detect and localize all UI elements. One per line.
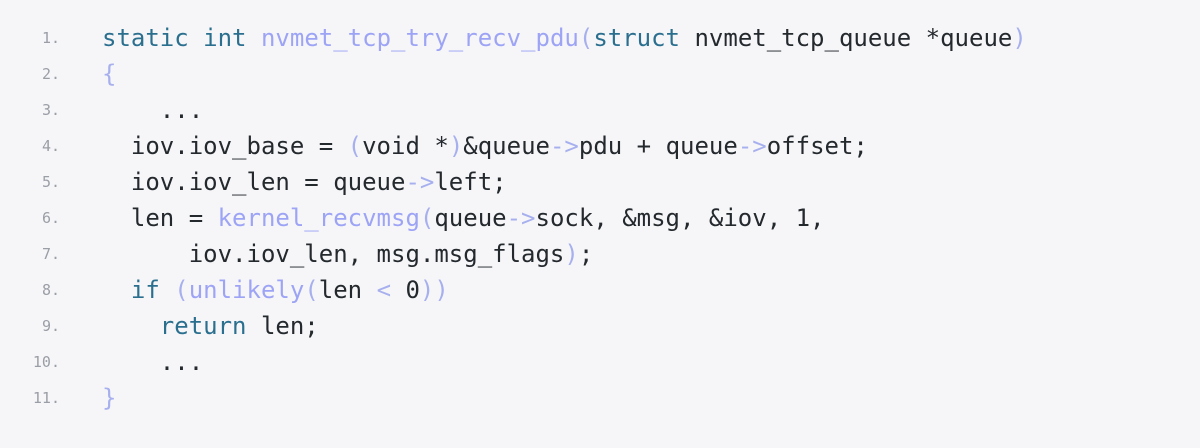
code-token-punct: -> <box>737 132 767 160</box>
line-code: len = kernel_recvmsg(queue->sock, &msg, … <box>102 200 825 236</box>
line-code: iov.iov_len, msg.msg_flags); <box>102 236 594 272</box>
code-line: 11.} <box>0 380 1200 416</box>
line-code: iov.iov_base = (void *)&queue->pdu + que… <box>102 128 868 164</box>
code-token-plain: queue <box>434 204 507 232</box>
code-indent <box>102 204 131 232</box>
code-token-keyword: static <box>102 24 189 52</box>
code-token-plain: ; <box>578 240 594 268</box>
line-code: if (unlikely(len < 0)) <box>102 272 449 308</box>
code-line: 1. static int nvmet_tcp_try_recv_pdu(stru… <box>0 20 1200 56</box>
line-code: iov.iov_len = queue->left; <box>102 164 507 200</box>
line-code: } <box>102 380 116 416</box>
code-token-punct: ) <box>564 240 579 268</box>
code-token-punct: -> <box>506 204 536 232</box>
code-indent <box>102 276 131 304</box>
code-line: 7. iov.iov_len, msg.msg_flags); <box>0 236 1200 272</box>
code-indent <box>102 96 160 124</box>
code-line: 9. return len; <box>0 308 1200 344</box>
code-token-plain: nvmet_tcp_queue *queue <box>680 24 1013 52</box>
code-indent <box>102 240 189 268</box>
line-number: 9. <box>41 317 60 335</box>
line-code: static int nvmet_tcp_try_recv_pdu(struct… <box>102 20 1027 56</box>
line-code: ... <box>102 344 203 380</box>
line-code: { <box>102 56 116 92</box>
code-token-function: unlikely <box>188 276 305 304</box>
line-number: 10. <box>32 353 60 371</box>
code-line: 10. ... <box>0 344 1200 380</box>
code-token-keyword: return <box>159 312 247 340</box>
code-token-plain: ... <box>159 96 204 124</box>
line-number: 8. <box>41 281 60 299</box>
code-token-punct: ( <box>347 132 363 160</box>
code-line: 3. ... <box>0 92 1200 128</box>
code-token-function: kernel_recvmsg <box>217 204 420 232</box>
code-line: 8. if (unlikely(len < 0)) <box>0 272 1200 308</box>
code-token-plain: len <box>318 276 377 304</box>
code-token-plain <box>189 24 203 52</box>
code-line: 6. len = kernel_recvmsg(queue->sock, &ms… <box>0 200 1200 236</box>
code-token-punct: < <box>376 276 392 304</box>
code-token-plain: iov.iov_len = queue <box>130 168 406 196</box>
code-token-punct: ) <box>448 132 464 160</box>
line-number: 11. <box>32 389 60 407</box>
code-token-plain: pdu + queue <box>578 132 738 160</box>
code-token-punct: { <box>102 60 117 88</box>
line-number: 1. <box>41 29 60 47</box>
code-token-punct: } <box>102 384 117 412</box>
code-token-plain <box>160 276 174 304</box>
code-token-punct: ( <box>578 24 594 52</box>
code-token-plain: 0 <box>391 276 420 304</box>
code-indent <box>102 312 160 340</box>
line-code: ... <box>102 92 203 128</box>
code-token-plain: iov.iov_base = <box>130 132 348 160</box>
code-token-keyword: int <box>203 24 247 52</box>
code-line: 2. { <box>0 56 1200 92</box>
code-token-plain: len = <box>130 204 218 232</box>
code-token-punct: -> <box>405 168 435 196</box>
code-token-plain: sock, &msg, &iov, 1, <box>535 204 825 232</box>
code-token-keyword: struct <box>593 24 681 52</box>
line-number: 7. <box>41 245 60 263</box>
code-token-plain: iov.iov_len, msg.msg_flags <box>188 240 565 268</box>
code-token-plain: offset; <box>766 132 868 160</box>
code-token-plain: len; <box>246 312 319 340</box>
code-token-plain: void * <box>362 132 449 160</box>
code-token-punct: ( <box>174 276 189 304</box>
line-number: 5. <box>41 173 60 191</box>
code-token-plain <box>247 24 261 52</box>
code-line: 4. iov.iov_base = (void *)&queue->pdu + … <box>0 128 1200 164</box>
code-indent <box>102 132 131 160</box>
code-token-keyword: if <box>130 276 160 304</box>
code-indent <box>102 348 160 376</box>
code-token-punct: )) <box>419 276 449 304</box>
line-number: 3. <box>41 101 60 119</box>
code-token-punct: ( <box>419 204 435 232</box>
code-token-function: nvmet_tcp_try_recv_pdu <box>260 24 579 52</box>
code-token-plain: &queue <box>463 132 550 160</box>
line-number: 4. <box>41 137 60 155</box>
line-number: 6. <box>41 209 60 227</box>
code-line: 5. iov.iov_len = queue->left; <box>0 164 1200 200</box>
line-number: 2. <box>41 65 60 83</box>
code-token-plain: ... <box>159 348 204 376</box>
code-indent <box>102 168 131 196</box>
code-token-plain: left; <box>434 168 507 196</box>
code-token-punct: ) <box>1012 24 1027 52</box>
code-token-punct: ( <box>304 276 319 304</box>
line-code: return len; <box>102 308 319 344</box>
code-token-punct: -> <box>549 132 579 160</box>
